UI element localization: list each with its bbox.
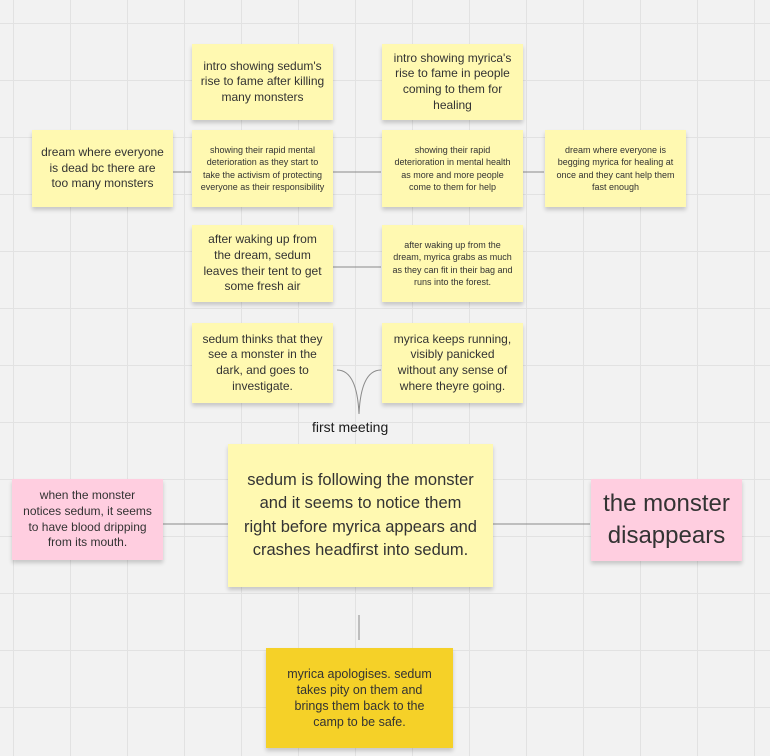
note-deterioration-myrica-text: showing their rapid deterioration in men… — [394, 145, 511, 192]
note-deterioration-myrica[interactable]: showing their rapid deterioration in men… — [382, 130, 523, 207]
note-intro-sedum-text: intro showing sedum's rise to fame after… — [200, 58, 325, 104]
note-monster-blood[interactable]: when the monster notices sedum, it seems… — [12, 479, 163, 560]
note-monster-blood-text: when the monster notices sedum, it seems… — [23, 488, 152, 550]
note-intro-sedum[interactable]: intro showing sedum's rise to fame after… — [192, 44, 333, 120]
note-monster-disappears-text: the monster disappears — [603, 489, 730, 549]
note-monster-disappears[interactable]: the monster disappears — [591, 479, 742, 561]
note-dream-myrica[interactable]: dream where everyone is begging myrica f… — [545, 130, 686, 207]
note-apology[interactable]: myrica apologises. sedum takes pity on t… — [266, 648, 453, 748]
note-wake-myrica[interactable]: after waking up from the dream, myrica g… — [382, 225, 523, 302]
note-deterioration-sedum-text: showing their rapid mental deterioration… — [200, 145, 325, 192]
note-running-myrica-text: myrica keeps running, visibly panicked w… — [393, 331, 512, 393]
note-dream-myrica-text: dream where everyone is begging myrica f… — [556, 145, 675, 192]
note-main-scene-text: sedum is following the monster and it se… — [244, 470, 477, 559]
note-dream-sedum-text: dream where everyone is dead bc there ar… — [41, 145, 164, 191]
note-wake-sedum-text: after waking up from the dream, sedum le… — [203, 232, 322, 294]
note-intro-myrica-text: intro showing myrica's rise to fame in p… — [393, 50, 512, 112]
label-first-meeting: first meeting — [312, 419, 389, 435]
note-monster-sedum[interactable]: sedum thinks that they see a monster in … — [192, 323, 333, 403]
note-wake-sedum[interactable]: after waking up from the dream, sedum le… — [192, 225, 333, 302]
note-running-myrica[interactable]: myrica keeps running, visibly panicked w… — [382, 323, 523, 403]
note-deterioration-sedum[interactable]: showing their rapid mental deterioration… — [192, 130, 333, 207]
note-apology-text: myrica apologises. sedum takes pity on t… — [287, 666, 432, 730]
connector-merge — [336, 369, 382, 415]
note-intro-myrica[interactable]: intro showing myrica's rise to fame in p… — [382, 44, 523, 120]
note-dream-sedum[interactable]: dream where everyone is dead bc there ar… — [32, 130, 173, 207]
note-wake-myrica-text: after waking up from the dream, myrica g… — [392, 240, 513, 287]
note-main-scene[interactable]: sedum is following the monster and it se… — [228, 444, 493, 587]
note-monster-sedum-text: sedum thinks that they see a monster in … — [202, 331, 323, 393]
